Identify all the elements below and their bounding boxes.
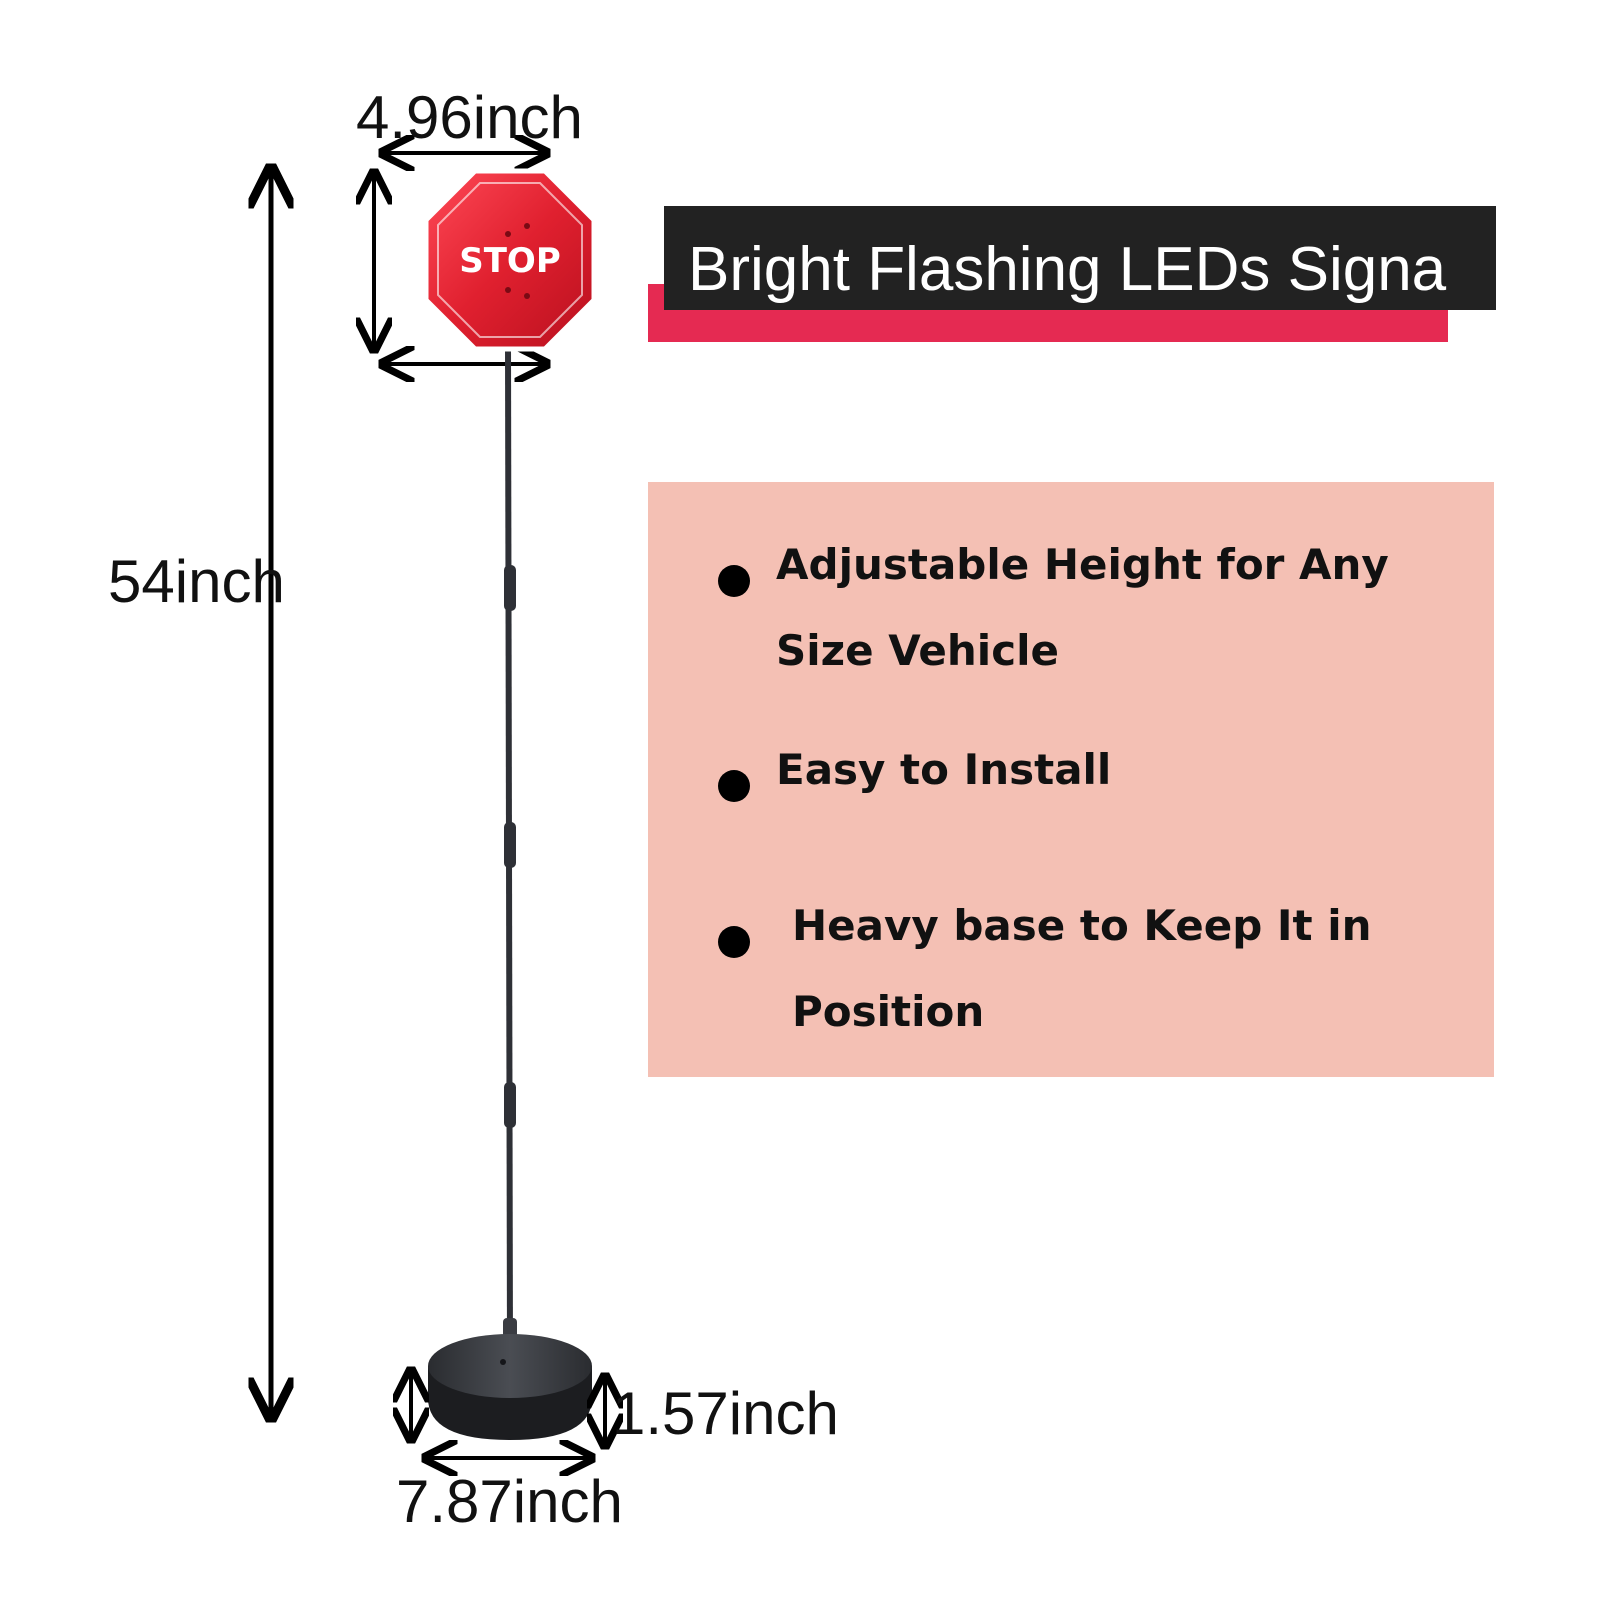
features-panel: Adjustable Height for Any Size Vehicle E… [648,482,1494,1077]
bullet-icon [718,926,750,958]
total-height-label: 54inch [108,548,285,615]
feature-text: Adjustable Height for Any Size Vehicle [776,540,1389,675]
weighted-base [428,1334,592,1440]
bullet-icon [718,770,750,802]
bullet-icon [718,565,750,597]
feature-text: Easy to Install [776,745,1112,794]
base-height-label: 1.57inch [612,1380,839,1447]
stop-sign: STOP [423,168,597,352]
headline-banner: Bright Flashing LEDs Signa [664,206,1496,310]
headline-text: Bright Flashing LEDs Signa [688,235,1447,304]
base-diameter-label: 7.87inch [396,1468,623,1535]
sign-width-label: 4.96inch [356,84,583,151]
stop-sign-text: STOP [459,241,561,281]
sign-width-arrows [382,153,547,364]
pole [503,344,517,1363]
base-height-arrows [411,1370,605,1446]
feature-text: Heavy base to Keep It in Position [792,901,1372,1036]
